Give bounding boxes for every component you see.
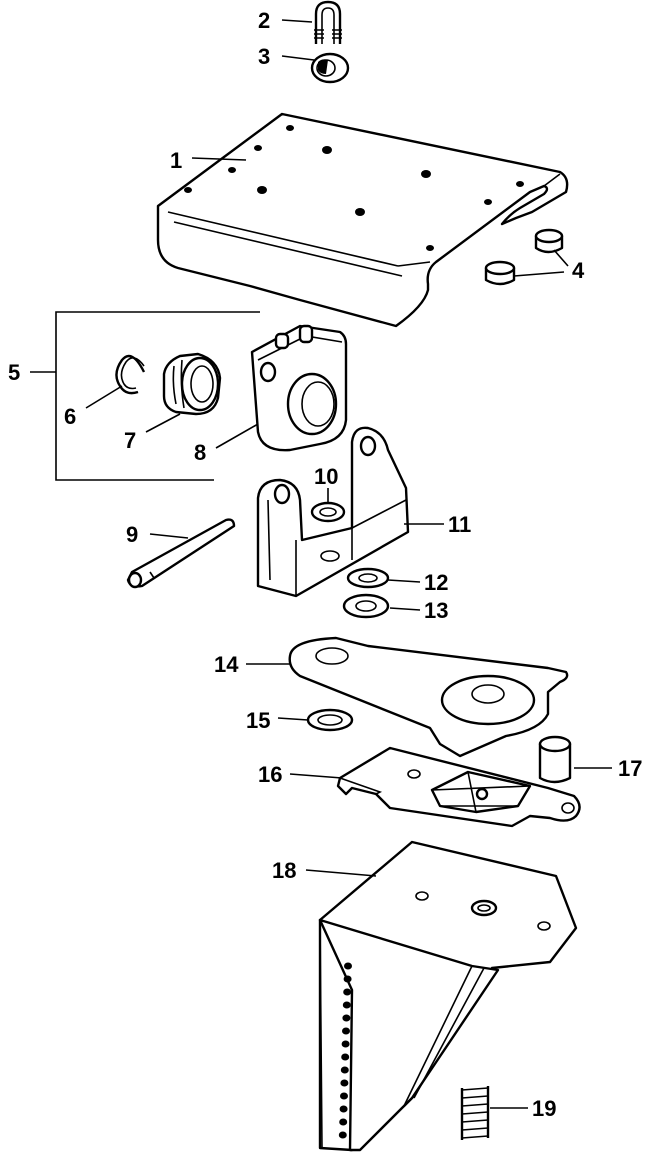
adjustment-hole	[340, 1066, 349, 1074]
callout-17: 17	[618, 756, 642, 781]
adjustment-hole	[341, 1040, 350, 1048]
part-12-washer	[346, 567, 390, 589]
leader-lines	[30, 19, 612, 1109]
part-11-yoke-bracket	[256, 426, 410, 598]
part-13-washer	[342, 593, 390, 619]
callout-4: 4	[572, 258, 585, 283]
adjustment-hole	[342, 1001, 351, 1009]
callout-10: 10	[314, 464, 338, 489]
adjustment-hole	[342, 1027, 350, 1035]
part-18-tongue-bracket	[318, 840, 578, 1152]
callout-13: 13	[424, 598, 448, 623]
part-18-adjustment-holes	[338, 962, 352, 1139]
group-5-bracket	[55, 311, 260, 481]
part-3-collar	[310, 52, 350, 84]
callout-11: 11	[448, 512, 471, 537]
part-2-u-bolt	[314, 0, 342, 44]
callout-3: 3	[258, 44, 270, 69]
callout-9: 9	[126, 522, 138, 547]
part-9-pin	[126, 518, 236, 589]
part-19-spring	[460, 1086, 490, 1140]
part-1-mounting-plate	[156, 112, 569, 328]
callout-labels: 2 3 1 4 5 6 7 8 9 10 11 12 13 14 15 16 1…	[8, 8, 642, 1121]
part-8-clamp-housing	[250, 324, 348, 452]
adjustment-hole	[340, 1092, 348, 1100]
adjustment-hole	[342, 1014, 351, 1022]
part-7-bearing-sleeve	[162, 352, 222, 416]
adjustment-hole	[338, 1131, 347, 1139]
part-6-retaining-ring	[115, 354, 146, 395]
adjustment-hole	[341, 1053, 350, 1061]
callout-15: 15	[246, 708, 270, 733]
adjustment-hole	[339, 1105, 348, 1113]
callout-6: 6	[64, 404, 76, 429]
part-17-bushing	[538, 735, 572, 784]
callout-16: 16	[258, 762, 282, 787]
adjustment-hole	[340, 1079, 349, 1087]
callout-14: 14	[214, 652, 239, 677]
part-16-lock-plate	[336, 746, 581, 828]
part-10-washer	[310, 501, 346, 523]
callout-12: 12	[424, 570, 448, 595]
adjustment-hole	[343, 988, 352, 996]
callout-1: 1	[170, 148, 182, 173]
callout-19: 19	[532, 1096, 556, 1121]
part-4-bushings	[484, 228, 564, 286]
adjustment-hole	[339, 1118, 348, 1126]
callout-5: 5	[8, 360, 20, 385]
adjustment-hole	[343, 975, 352, 983]
callout-2: 2	[258, 8, 270, 33]
callout-7: 7	[124, 428, 136, 453]
part-14-swivel-arm	[288, 636, 569, 758]
adjustment-hole	[344, 962, 352, 970]
callout-8: 8	[194, 440, 206, 465]
part-15-washer	[306, 708, 354, 732]
callout-18: 18	[272, 858, 296, 883]
